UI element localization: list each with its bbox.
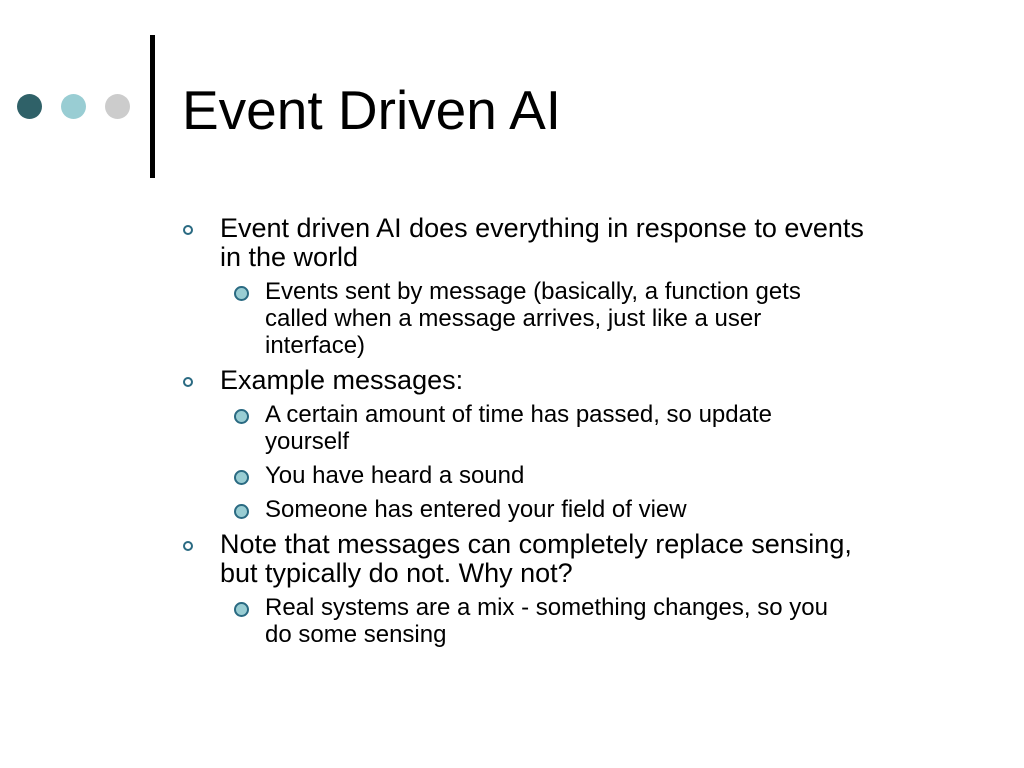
filled-circle-bullet-icon (234, 470, 249, 485)
bullet-item: Note that messages can completely replac… (181, 530, 961, 648)
sub-bullet-text-line: A certain amount of time has passed, so … (265, 401, 772, 428)
bullet-text: Example messages: (220, 366, 961, 395)
sub-bullet-text-line: called when a message arrives, just like… (265, 305, 762, 332)
bullet-text: Event driven AI does everything in respo… (220, 214, 961, 272)
sub-bullet-item: Events sent by message (basically, a fun… (226, 278, 961, 359)
sub-bullet-text-line: You have heard a sound (265, 462, 525, 489)
sub-bullet-text-line: yourself (265, 428, 350, 455)
sub-bullet-text-line: Someone has entered your field of view (265, 496, 687, 523)
decorative-dot-1-icon (17, 94, 42, 119)
decorative-dot-3-icon (105, 94, 130, 119)
decorative-dot-2-icon (61, 94, 86, 119)
sub-bullet-list: Events sent by message (basically, a fun… (181, 278, 961, 359)
hollow-circle-bullet-icon (183, 377, 193, 387)
sub-bullet-text-line: interface) (265, 332, 366, 359)
bullet-text-line: Example messages: (220, 365, 464, 395)
filled-circle-bullet-icon (234, 286, 249, 301)
sub-bullet-item: A certain amount of time has passed, so … (226, 401, 961, 455)
bullet-text-line: Event driven AI does everything in respo… (220, 213, 864, 243)
bullet-item: Event driven AI does everything in respo… (181, 214, 961, 359)
filled-circle-bullet-icon (234, 409, 249, 424)
sub-bullet-text: Events sent by message (basically, a fun… (265, 278, 961, 359)
bullet-item: Example messages: A certain amount of tim… (181, 366, 961, 523)
bullet-text-line: but typically do not. Why not? (220, 558, 573, 588)
sub-bullet-text: Real systems are a mix - something chang… (265, 594, 961, 648)
sub-bullet-item: Someone has entered your field of view (226, 496, 961, 523)
sub-bullet-text: Someone has entered your field of view (265, 496, 961, 523)
slide-title: Event Driven AI (182, 79, 562, 141)
bullet-list: Event driven AI does everything in respo… (181, 214, 961, 655)
sub-bullet-list: Real systems are a mix - something chang… (181, 594, 961, 648)
title-divider (150, 35, 155, 178)
sub-bullet-item: Real systems are a mix - something chang… (226, 594, 961, 648)
bullet-text-line: in the world (220, 242, 359, 272)
hollow-circle-bullet-icon (183, 541, 193, 551)
sub-bullet-text-line: Events sent by message (basically, a fun… (265, 278, 801, 305)
filled-circle-bullet-icon (234, 602, 249, 617)
sub-bullet-list: A certain amount of time has passed, so … (181, 401, 961, 523)
sub-bullet-text-line: do some sensing (265, 621, 447, 648)
sub-bullet-text-line: Real systems are a mix - something chang… (265, 594, 828, 621)
hollow-circle-bullet-icon (183, 225, 193, 235)
bullet-text-line: Note that messages can completely replac… (220, 529, 852, 559)
sub-bullet-item: You have heard a sound (226, 462, 961, 489)
filled-circle-bullet-icon (234, 504, 249, 519)
sub-bullet-text: You have heard a sound (265, 462, 961, 489)
bullet-text: Note that messages can completely replac… (220, 530, 961, 588)
sub-bullet-text: A certain amount of time has passed, so … (265, 401, 961, 455)
